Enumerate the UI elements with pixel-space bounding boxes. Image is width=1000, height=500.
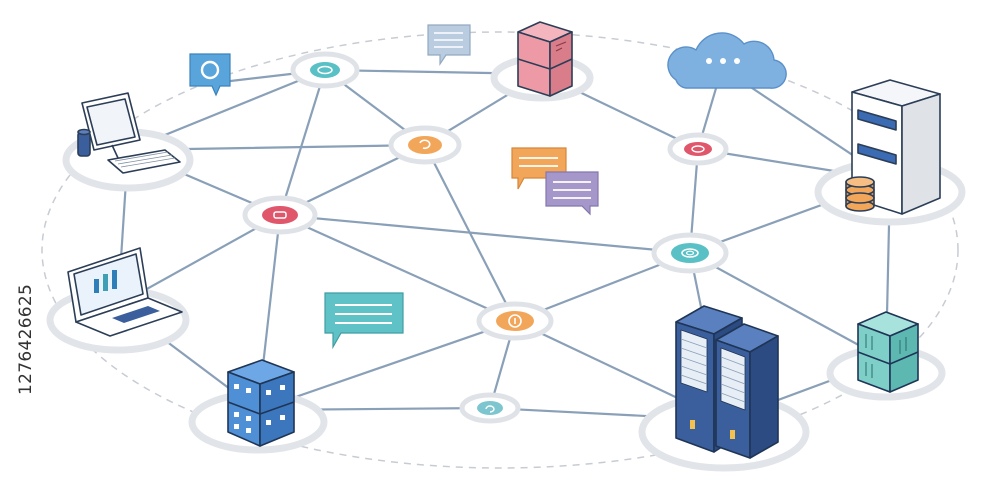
hub-node-icon [476,301,554,341]
side-id-label: 1276426625 [2,250,42,410]
refresh-chat-icon [189,53,231,97]
building-icon [227,359,295,447]
cloud-icon [667,32,787,89]
hub-node-icon [388,125,462,165]
storage-cube-icon [857,311,919,393]
hub-node-icon [459,392,521,424]
hub-node-icon [290,51,360,89]
desktop-computer-icon [77,92,181,174]
tower-server-icon [845,79,941,215]
chat-bubble-icon [427,24,471,66]
connection-line [278,213,692,255]
hub-nodes [242,51,729,424]
network-boundary [41,31,959,469]
pink-storage-icon [517,21,573,97]
server-rack-icon [675,305,779,459]
message-bubbles [189,24,599,350]
chat-bubble-icon [324,292,404,350]
chat-bubble-icon [511,147,567,190]
laptop-icon [67,247,183,337]
connection-line [278,213,517,323]
connection-line [256,319,517,412]
database-icon [845,176,875,212]
hub-node-icon [651,232,729,274]
connection-line [278,68,327,217]
connection-line [688,251,888,362]
chat-bubble-icon [545,171,599,216]
hub-node-icon [242,195,318,235]
side-id-text: 1276426625 [16,283,36,395]
hub-node-icon [667,132,729,166]
